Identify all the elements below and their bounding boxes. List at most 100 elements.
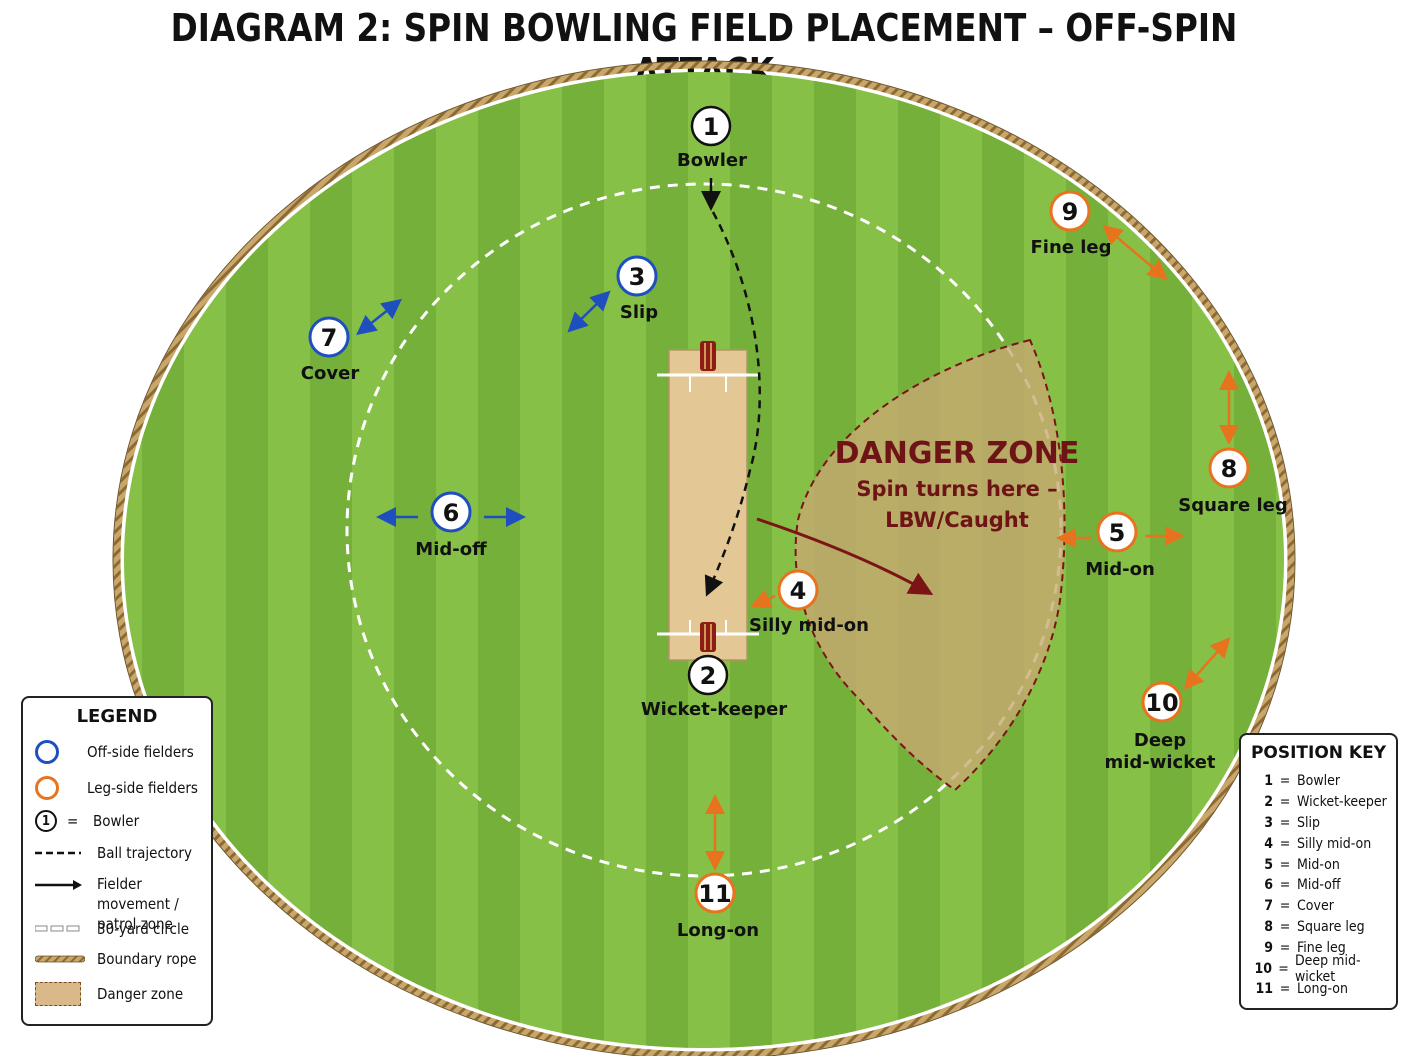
legend-title: LEGEND	[76, 706, 158, 727]
deep-mid-wicket-patrol-arrow	[1183, 637, 1231, 690]
slip-patrol-arrow	[567, 290, 611, 333]
key-label: Slip	[1297, 814, 1320, 831]
fielder-10-label-line2: mid-wicket	[1104, 752, 1215, 773]
fielder-11-number: 11	[698, 880, 731, 908]
key-label: Deep mid-wicket	[1294, 952, 1361, 985]
fielders: 1 Bowler 2 Wicket-keeper 3 Slip 4 Silly …	[301, 105, 1288, 941]
key-row: 2=Wicket-keeper	[1241, 792, 1396, 813]
movement-arrows	[356, 224, 1239, 871]
ball-trajectory	[704, 211, 761, 597]
fielder-6-label: Mid-off	[415, 539, 487, 560]
key-equals: =	[1279, 835, 1291, 852]
fielder-11-label: Long-on	[677, 920, 759, 941]
key-label: Bowler	[1297, 773, 1341, 790]
fielder-4-number: 4	[790, 577, 807, 605]
key-equals: =	[1279, 814, 1291, 831]
legend-item-circle: 30-yard circle	[35, 920, 189, 938]
key-equals: =	[1279, 918, 1291, 935]
key-label: Mid-off	[1297, 877, 1341, 894]
grass-stripe	[310, 72, 352, 1048]
fielder-5-mid-on[interactable]: 5 Mid-on	[1085, 511, 1155, 580]
stumps-bowler-end	[700, 341, 716, 371]
key-row: 9=Fine leg	[1241, 937, 1396, 958]
danger-zone-title: DANGER ZONE	[835, 436, 1080, 471]
key-label: Fine leg	[1297, 939, 1346, 956]
legend-label-circle: 30-yard circle	[97, 920, 190, 938]
fielder-1-label: Bowler	[677, 150, 747, 171]
key-label: Silly mid-on	[1297, 835, 1372, 852]
fielder-10-deep-mid-wicket[interactable]: 10 Deep mid-wicket	[1104, 681, 1216, 773]
leg-side-circle-icon	[35, 776, 59, 800]
key-number: 5	[1264, 856, 1273, 873]
legend-label-leg-side: Leg-side fielders	[87, 779, 198, 797]
fielder-3-number: 3	[629, 263, 646, 291]
legend-label-danger: Danger zone	[97, 985, 184, 1003]
legend-item-trajectory: Ball trajectory	[35, 844, 192, 862]
key-label: Mid-on	[1297, 856, 1340, 873]
key-number: 3	[1264, 814, 1273, 831]
danger-zone-line2: LBW/Caught	[885, 508, 1029, 532]
grass-stripe	[1066, 72, 1108, 1048]
stumps-keeper-end	[700, 622, 716, 652]
fine-leg-patrol-arrow	[1102, 224, 1168, 281]
movement-arrow-icon	[35, 880, 82, 890]
key-number: 10	[1254, 960, 1273, 977]
fielder-6-mid-off[interactable]: 6 Mid-off	[415, 491, 487, 560]
spin-turn-arrow	[756, 517, 934, 595]
fielder-9-fine-leg[interactable]: 9 Fine leg	[1030, 190, 1112, 258]
fielder-2-label: Wicket-keeper	[641, 699, 787, 720]
grass-stripe	[394, 72, 436, 1048]
fielder-3-slip[interactable]: 3 Slip	[616, 255, 658, 323]
fielder-7-cover[interactable]: 7 Cover	[301, 316, 360, 384]
fielder-2-wicket-keeper[interactable]: 2 Wicket-keeper	[641, 654, 787, 720]
bowler-circle-icon: 1	[35, 810, 57, 832]
fielder-10-label-line1: Deep	[1134, 730, 1186, 751]
key-row: 4 = Silly mid-on	[1241, 833, 1396, 854]
legend-item-bowler: 1 = Bowler	[35, 810, 139, 832]
key-number: 2	[1264, 794, 1273, 811]
fielder-7-number: 7	[321, 324, 338, 352]
danger-zone-swatch-icon	[35, 982, 81, 1006]
legend-label-off-side: Off-side fielders	[87, 743, 194, 761]
key-title: POSITION KEY	[1250, 743, 1387, 763]
fielder-3-label: Slip	[620, 302, 658, 323]
key-label: Long-on	[1297, 981, 1348, 998]
key-equals: =	[1279, 939, 1291, 956]
legend-label-trajectory: Ball trajectory	[97, 844, 192, 862]
fielder-10-number: 10	[1145, 689, 1178, 717]
boundary-rope	[113, 61, 1295, 1056]
danger-zone-line1: Spin turns here –	[856, 477, 1057, 501]
fielder-11-long-on[interactable]: 11 Long-on	[677, 872, 759, 941]
legend-item-off-side: Off-side fielders	[35, 740, 194, 764]
key-number: 8	[1264, 918, 1273, 935]
legend-item-danger: Danger zone	[35, 982, 183, 1006]
key-label: Cover	[1297, 898, 1334, 915]
fielder-1-number: 1	[703, 113, 720, 141]
key-number: 7	[1264, 898, 1273, 915]
key-equals: =	[1279, 794, 1291, 811]
grass-stripe	[1150, 72, 1192, 1048]
fielder-6-number: 6	[443, 499, 460, 527]
key-number: 4	[1264, 835, 1273, 852]
key-label: Square leg	[1297, 918, 1365, 935]
grass-stripe	[562, 72, 604, 1048]
fielder-4-label: Silly mid-on	[749, 615, 869, 636]
fielder-7-label: Cover	[301, 363, 360, 384]
legend-item-rope: Boundary rope	[35, 950, 197, 968]
rope-icon	[35, 955, 85, 963]
fielder-1-bowler[interactable]: 1 Bowler	[677, 105, 747, 171]
legend-panel: LEGEND Off-side fielders Leg-side fielde…	[21, 696, 213, 1026]
off-side-circle-icon	[35, 740, 59, 764]
key-equals: =	[1279, 856, 1291, 873]
grass-stripe	[226, 72, 268, 1048]
key-equals: =	[1279, 981, 1291, 998]
key-number: 6	[1264, 877, 1273, 894]
key-row: 3 = Slip	[1241, 813, 1396, 834]
key-row: 10=Deep mid-wicket	[1241, 953, 1396, 985]
fielder-4-silly-mid-on[interactable]: 4 Silly mid-on	[749, 569, 869, 636]
pitch	[657, 341, 759, 661]
fielder-8-square-leg[interactable]: 8 Square leg	[1178, 447, 1288, 516]
legend-item-movement: Fielder movement / patrol zone	[35, 874, 215, 934]
